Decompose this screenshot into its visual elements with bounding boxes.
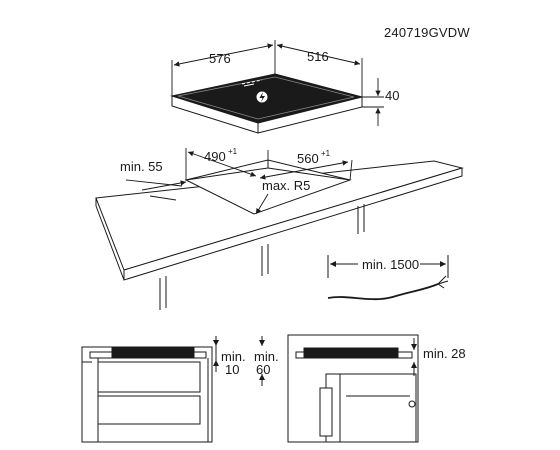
- cutout-depth-label: 560: [297, 151, 319, 166]
- section-right: [287, 334, 419, 443]
- edge-clearance-label: min. 55: [120, 159, 163, 174]
- hob-depth-label: 516: [307, 49, 329, 64]
- hob-section-right: [303, 347, 399, 359]
- document-code: 240719GVDW: [384, 25, 470, 40]
- cutout-width-tolerance: +1: [228, 147, 238, 156]
- cutout-dimensions: [125, 148, 353, 215]
- left-depth-label: min.: [254, 349, 279, 364]
- hob-thickness-label: 40: [385, 88, 400, 103]
- cable-illustration: [327, 255, 449, 301]
- left-gap-label: min.: [221, 349, 246, 364]
- left-depth-value: 60: [256, 362, 271, 377]
- hob-width-label: 576: [209, 51, 231, 66]
- cable-offset-label: 60: [237, 83, 252, 98]
- right-gap-label: min. 28: [423, 346, 466, 361]
- worktop: [95, 159, 464, 310]
- cable-length-label: min. 1500: [362, 257, 420, 272]
- hob-illustration: [170, 73, 363, 134]
- cutout-radius-label: max. R5: [262, 178, 311, 193]
- left-gap-value: 10: [225, 362, 240, 377]
- power-bolt-icon: [255, 90, 269, 104]
- cutout-depth-tolerance: +1: [321, 149, 331, 158]
- cable-depth-label: 340: [276, 83, 298, 98]
- hob-section-left: [111, 347, 195, 359]
- section-left: [81, 336, 265, 443]
- cutout-width-label: 490: [204, 149, 226, 164]
- hob-dimensions: [171, 40, 384, 126]
